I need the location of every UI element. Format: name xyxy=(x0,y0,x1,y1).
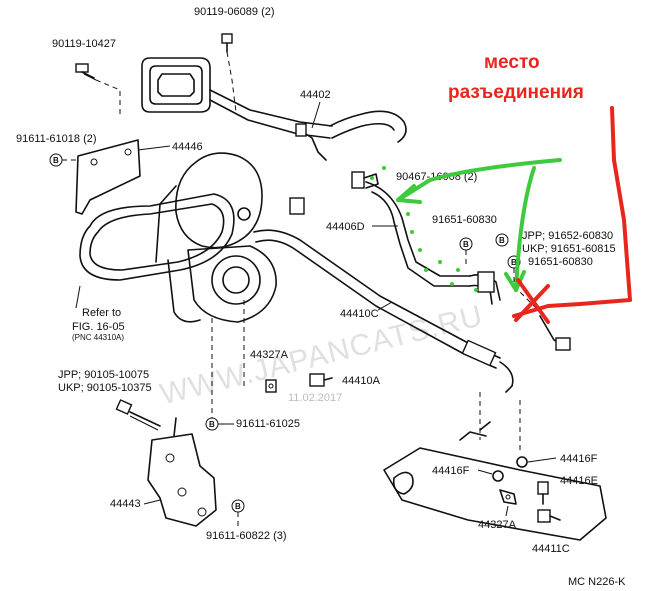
refer-line-3: (PNC 44310A) xyxy=(72,333,124,342)
disconnect-x-mark xyxy=(514,278,550,324)
label-jpp-90105: JPP; 90105-10075 xyxy=(58,369,149,381)
label-90119-10427: 90119-10427 xyxy=(52,38,116,50)
bolt-90119-06089 xyxy=(221,33,233,53)
bubble-label: B xyxy=(511,258,517,267)
bubble-label: B xyxy=(53,156,59,165)
union-bolt-44411C xyxy=(537,509,561,523)
drive-belt xyxy=(79,193,235,281)
label-44410C: 44410C xyxy=(340,308,379,320)
label-44416F-left: 44416F xyxy=(432,465,470,477)
label-44416E: 44416E xyxy=(560,475,598,487)
bolt-90119-10427 xyxy=(75,63,97,81)
date-stamp: 11.02.2017 xyxy=(288,392,342,404)
label-44402: 44402 xyxy=(300,89,331,101)
gasket-44416F xyxy=(492,456,528,482)
bolt-class-b-bubble xyxy=(495,233,509,247)
bracket-44443 xyxy=(147,417,217,527)
label-jpp-91652: JPP; 91652-60830 xyxy=(522,230,613,242)
label-91611-61018: 91611-61018 (2) xyxy=(16,133,97,145)
bracket-44446 xyxy=(75,139,141,215)
pressure-tube-44410C xyxy=(253,229,571,393)
label-90119-06089: 90119-06089 (2) xyxy=(194,6,275,18)
label-44443: 44443 xyxy=(110,498,141,510)
refer-line-1: Refer to xyxy=(82,307,121,319)
label-44327A-mid: 44327A xyxy=(250,349,289,361)
label-44446: 44446 xyxy=(172,141,203,153)
label-ukp-91651: UKP; 91651-60815 xyxy=(522,243,616,255)
label-ukp-90105: UKP; 90105-10375 xyxy=(58,382,152,394)
bolt-90105 xyxy=(115,399,161,431)
hose-44406D xyxy=(365,181,501,305)
annotation-line-1: место xyxy=(484,52,540,73)
bubble-label: B xyxy=(209,420,215,429)
label-91611-60822: 91611-60822 (3) xyxy=(206,530,287,542)
label-44416F-right: 44416F xyxy=(560,453,598,465)
label-91611-61025: 91611-61025 xyxy=(236,418,300,430)
bubble-label: B xyxy=(463,240,469,249)
green-arrow-annotation xyxy=(370,158,562,292)
label-44411C: 44411C xyxy=(532,543,570,555)
refer-line-2: FIG. 16-05 xyxy=(72,321,125,333)
label-44410A: 44410A xyxy=(342,375,381,387)
power-steering-pump xyxy=(155,152,305,323)
clamp-90467 xyxy=(289,197,305,215)
steering-gear-housing xyxy=(383,421,607,541)
bubble-label: B xyxy=(235,502,241,511)
union-bolt-44410A xyxy=(309,373,333,387)
cooler-pipe-44402 xyxy=(141,57,407,161)
red-disconnect-annotation xyxy=(512,106,632,324)
bubble-label: B xyxy=(499,236,505,245)
union-44416E xyxy=(537,481,549,505)
figure-code: MC N226-K xyxy=(568,576,626,588)
label-91651-60830-b: 91651-60830 xyxy=(528,256,593,268)
clamp-44327A xyxy=(265,379,277,393)
label-44406D: 44406D xyxy=(326,221,365,233)
annotation-line-2: разъединения xyxy=(448,82,584,103)
label-91651-60830-a: 91651-60830 xyxy=(432,214,497,226)
clip-90467-16008 xyxy=(351,171,379,189)
label-44327A-lower: 44327A xyxy=(478,519,517,531)
clamp-44327A-lower xyxy=(499,489,517,505)
